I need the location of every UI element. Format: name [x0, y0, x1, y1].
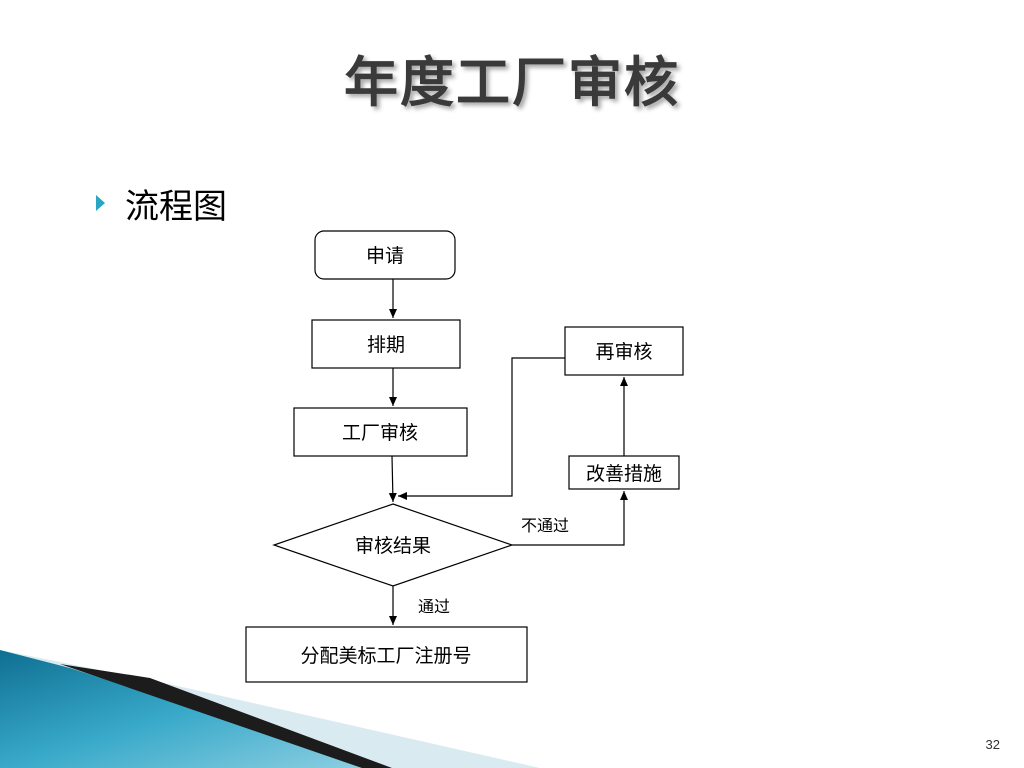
bullet-item: 流程图	[96, 178, 227, 228]
edge-reaudit-to-result	[398, 357, 565, 500]
node-schedule-label: 排期	[367, 334, 405, 356]
triangle-bullet-icon	[96, 195, 105, 211]
node-schedule: 排期	[311, 319, 461, 369]
node-improve-shape	[568, 455, 680, 490]
bullet-text: 流程图	[125, 186, 227, 227]
node-assign: 分配美标工厂注册号	[245, 626, 528, 683]
node-reaudit-shape	[564, 326, 684, 376]
node-apply-shape	[314, 230, 456, 280]
node-assign-shape	[245, 626, 528, 683]
decoration-dark-band	[60, 664, 392, 768]
page-number: 32	[985, 737, 1000, 752]
node-factory-audit-label: 工厂审核	[342, 422, 418, 444]
edge-result-to-improve	[512, 491, 628, 546]
edge-label-pass: 通过	[418, 597, 450, 616]
node-result-label: 审核结果	[355, 535, 431, 557]
node-reaudit: 再审核	[564, 326, 684, 376]
node-result: 审核结果	[272, 503, 514, 587]
node-improve-label: 改善措施	[586, 463, 662, 485]
node-factory-audit: 工厂审核	[293, 407, 468, 457]
node-schedule-shape	[311, 319, 461, 369]
node-improve: 改善措施	[568, 455, 680, 490]
node-reaudit-label: 再审核	[595, 341, 652, 363]
node-apply: 申请	[314, 230, 456, 280]
node-apply-label: 申请	[366, 245, 404, 267]
node-assign-label: 分配美标工厂注册号	[300, 645, 471, 667]
slide-title: 年度工厂审核	[344, 51, 680, 114]
node-factory-audit-shape	[293, 407, 468, 457]
edge-label-fail: 不通过	[521, 516, 569, 535]
edge-audit-to-result	[388, 455, 397, 503]
